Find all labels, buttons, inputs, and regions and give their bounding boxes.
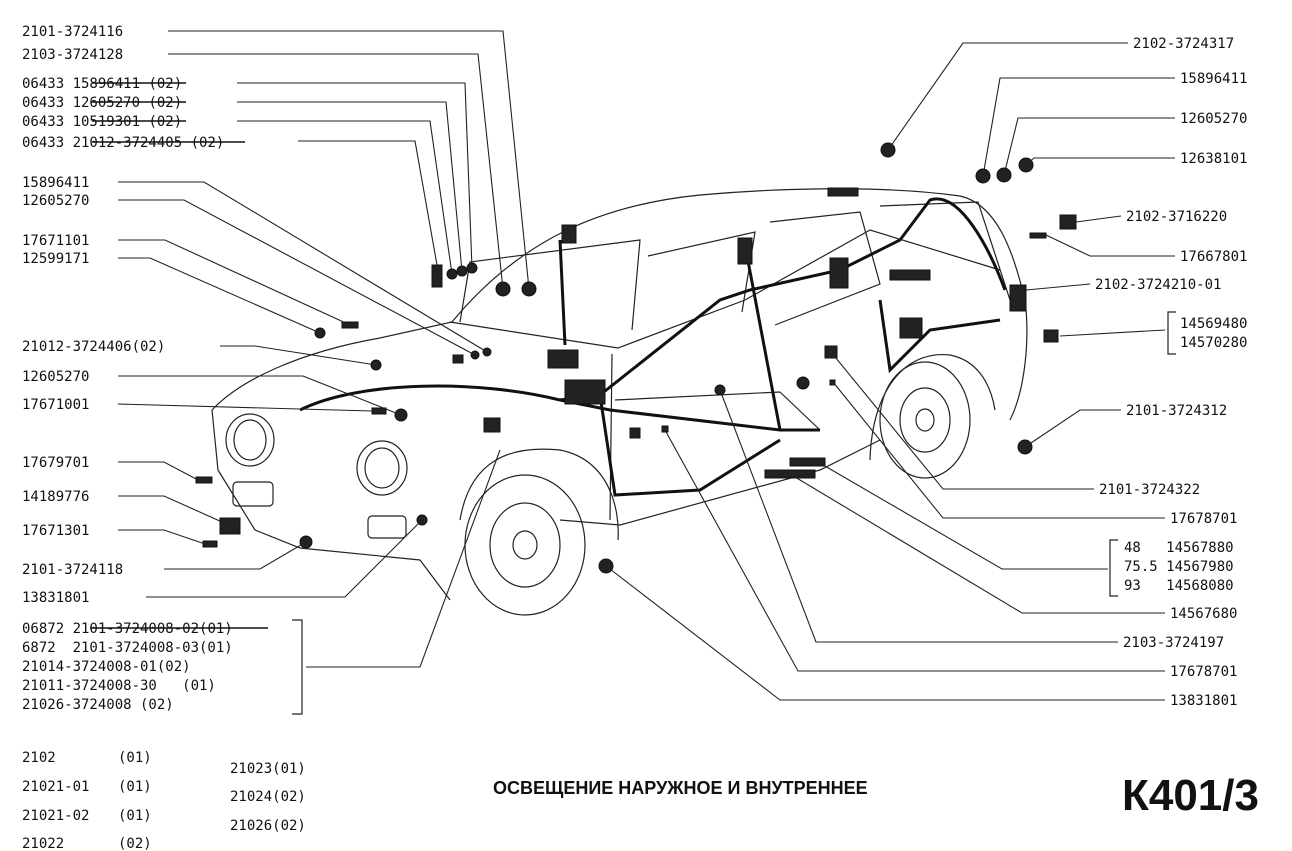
group-1456-label: 93 14568080 xyxy=(1124,578,1234,594)
right-callout-label: 2102-3716220 xyxy=(1126,209,1227,225)
model-entry: 21026(02) xyxy=(230,818,306,834)
model-entry: 21024(02) xyxy=(230,789,306,805)
left-callout-label: 2103-3724128 xyxy=(22,47,123,63)
model-entry: 21023(01) xyxy=(230,761,306,777)
brackets xyxy=(292,311,1176,715)
group-14569: 14569480 14570280 xyxy=(1180,316,1247,351)
left-callout-label: 17679701 xyxy=(22,455,89,471)
left-callout-label: 06433 12605270 (02) xyxy=(22,95,182,111)
group-14569-label: 14570280 xyxy=(1180,335,1247,351)
right-callout-label: 12638101 xyxy=(1180,151,1247,167)
wiring-harness xyxy=(299,197,1007,497)
strikethrough-lines xyxy=(90,82,268,629)
harness-group: 06872 2101-3724008-02(01) 6872 2101-3724… xyxy=(22,621,233,713)
leader-lines xyxy=(117,30,1175,701)
right-callout-label: 2103-3724197 xyxy=(1123,635,1224,651)
model-code: (02) xyxy=(118,836,152,851)
left-callout-label: 06433 21012-3724405 (02) xyxy=(22,135,224,151)
left-callout-label: 15896411 xyxy=(22,175,89,191)
right-callout-label: 2101-3724312 xyxy=(1126,403,1227,419)
right-callout-label: 2102-3724317 xyxy=(1133,36,1234,52)
left-callout-label: 2101-3724118 xyxy=(22,562,123,578)
left-callout-label: 17671101 xyxy=(22,233,89,249)
left-callout-label: 12605270 xyxy=(22,369,89,385)
parts xyxy=(195,142,1077,574)
model-code: (01) xyxy=(118,750,152,766)
car-body xyxy=(211,188,1028,616)
left-callout-label: 2101-3724116 xyxy=(22,24,123,40)
model-name: 21022 xyxy=(22,836,64,851)
left-callout-label: 17671301 xyxy=(22,523,89,539)
model-code: (01) xyxy=(118,779,152,795)
right-callout-label: 15896411 xyxy=(1180,71,1247,87)
right-callout-label: 17678701 xyxy=(1170,511,1237,527)
model-name: 21021-01 xyxy=(22,779,89,795)
harness-label: 6872 2101-3724008-03(01) xyxy=(22,640,233,656)
right-callout-label: 17667801 xyxy=(1180,249,1247,265)
harness-label: 21011-3724008-30 (01) xyxy=(22,678,216,694)
model-name: 21021-02 xyxy=(22,808,89,824)
left-callout-label: 14189776 xyxy=(22,489,89,505)
model-name: 2102 xyxy=(22,750,56,766)
right-callout-label: 13831801 xyxy=(1170,693,1237,709)
left-callout-label: 12605270 xyxy=(22,193,89,209)
group-1456-label: 75.5 14567980 xyxy=(1124,559,1234,575)
sheet-code: К401/3 xyxy=(1122,771,1259,820)
left-callout-label: 17671001 xyxy=(22,397,89,413)
right-callout-label: 2101-3724322 xyxy=(1099,482,1200,498)
left-callout-label: 13831801 xyxy=(22,590,89,606)
group-1456-label: 48 14567880 xyxy=(1124,540,1234,556)
group-14569-label: 14569480 xyxy=(1180,316,1247,332)
left-callout-label: 21012-3724406(02) xyxy=(22,339,165,355)
models-right: 21023(01) 21024(02) 21026(02) xyxy=(230,761,306,834)
model-code: (01) xyxy=(118,808,152,824)
right-callout-label: 2102-3724210-01 xyxy=(1095,277,1221,293)
right-callouts: 2102-3724317 15896411 12605270 12638101 … xyxy=(1095,36,1247,709)
left-callouts: 2101-3724116 2103-3724128 06433 15896411… xyxy=(22,24,224,606)
left-callout-label: 12599171 xyxy=(22,251,89,267)
models-left: 2102 (01) 21021-01 (01) 21021-02 (01) 21… xyxy=(22,750,152,851)
group-1456: 48 14567880 75.5 14567980 93 14568080 xyxy=(1124,540,1234,594)
left-callout-label: 06433 10519301 (02) xyxy=(22,114,182,130)
right-callout-label: 17678701 xyxy=(1170,664,1237,680)
right-callout-label: 12605270 xyxy=(1180,111,1247,127)
right-callout-label: 14567680 xyxy=(1170,606,1237,622)
diagram-title: ОСВЕЩЕНИЕ НАРУЖНОЕ И ВНУТРЕННЕЕ xyxy=(493,778,868,798)
harness-label: 06872 2101-3724008-02(01) xyxy=(22,621,233,637)
harness-label: 21014-3724008-01(02) xyxy=(22,659,191,675)
left-callout-label: 06433 15896411 (02) xyxy=(22,76,182,92)
harness-label: 21026-3724008 (02) xyxy=(22,697,174,713)
